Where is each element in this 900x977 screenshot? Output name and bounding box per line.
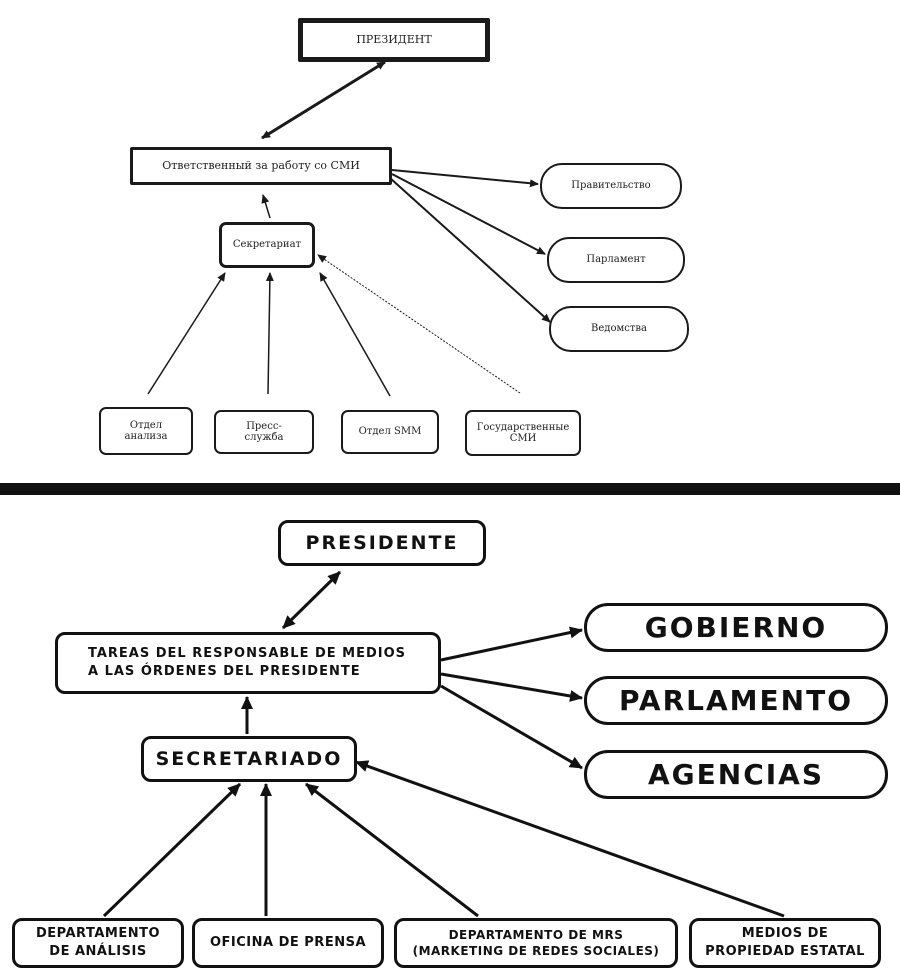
arrow-president-officer [281,570,342,630]
arrow-old-officer-government [391,169,539,188]
parliament-label: PARLAMENTO [618,684,854,717]
president-box: PRESIDENTE [278,520,486,566]
old-state-media-label: Государственные СМИ [476,421,570,445]
old-secretariat-label: Секретариат [232,239,302,251]
old-agencies-label: Ведомства [591,323,647,335]
arrow-statemedia-secretariat [355,760,785,918]
old-smm-label: Отдел SMM [358,426,422,438]
agencies-box: AGENCIAS [584,750,888,799]
arrow-old-president-officer [261,60,386,140]
old-secretariat-box: Секретариат [219,222,315,268]
arrow-old-smm-secretariat [319,272,391,397]
section-divider [0,483,900,495]
secretariat-label: SECRETARIADO [155,748,343,770]
media-officer-label: TAREAS DEL RESPONSABLE DE MEDIOS A LAS Ó… [88,646,407,679]
arrow-old-secretariat-officer [261,194,271,219]
analysis-box: DEPARTAMENTO DE ANÁLISIS [12,918,184,968]
arrow-officer-parliament [440,672,583,702]
old-smm-box: Отдел SMM [341,410,439,454]
arrow-analysis-secretariat [102,782,242,918]
old-government-label: Правительство [571,180,651,192]
state-media-box: MEDIOS DE PROPIEDAD ESTATAL [689,918,881,968]
president-label: PRESIDENTE [305,532,459,554]
media-officer-box: TAREAS DEL RESPONSABLE DE MEDIOS A LAS Ó… [55,632,441,694]
old-press-label: Пресс-служба [244,420,284,444]
government-label: GOBIERNO [644,611,828,644]
press-office-box: OFICINA DE PRENSA [192,918,384,968]
old-media-officer-label: Ответственный за работу со СМИ [162,158,360,172]
press-office-label: OFICINA DE PRENSA [209,935,367,951]
arrow-old-officer-parliament [391,173,546,255]
old-president-box: ПРЕЗИДЕНТ [298,18,490,62]
analysis-label: DEPARTAMENTO DE ANÁLISIS [35,926,161,959]
old-analysis-box: Отдел анализа [99,407,193,455]
old-government-box: Правительство [540,163,682,209]
arrow-old-press-secretariat [265,272,274,395]
old-analysis-label: Отдел анализа [124,419,168,443]
old-state-media-box: Государственные СМИ [465,410,581,456]
agencies-label: AGENCIAS [647,758,824,791]
arrow-old-statemedia-secretariat [317,254,521,394]
arrow-officer-agencies [440,684,583,770]
smm-label: DEPARTAMENTO DE MRS (MARKETING DE REDES … [412,927,660,958]
secretariat-box: SECRETARIADO [141,736,357,782]
state-media-label: MEDIOS DE PROPIEDAD ESTATAL [705,926,865,959]
old-parliament-label: Парламент [586,254,646,266]
old-media-officer-box: Ответственный за работу со СМИ [130,147,392,185]
arrow-old-analysis-secretariat [147,272,226,395]
smm-box: DEPARTAMENTO DE MRS (MARKETING DE REDES … [394,918,678,968]
government-box: GOBIERNO [584,603,888,652]
old-parliament-box: Парламент [547,237,685,283]
parliament-box: PARLAMENTO [584,676,888,725]
old-press-box: Пресс-служба [214,410,314,454]
arrow-smm-secretariat [305,782,479,918]
old-president-label: ПРЕЗИДЕНТ [356,32,432,46]
arrow-officer-government [440,626,583,662]
old-agencies-box: Ведомства [549,306,689,352]
arrow-old-officer-agencies [389,177,551,323]
